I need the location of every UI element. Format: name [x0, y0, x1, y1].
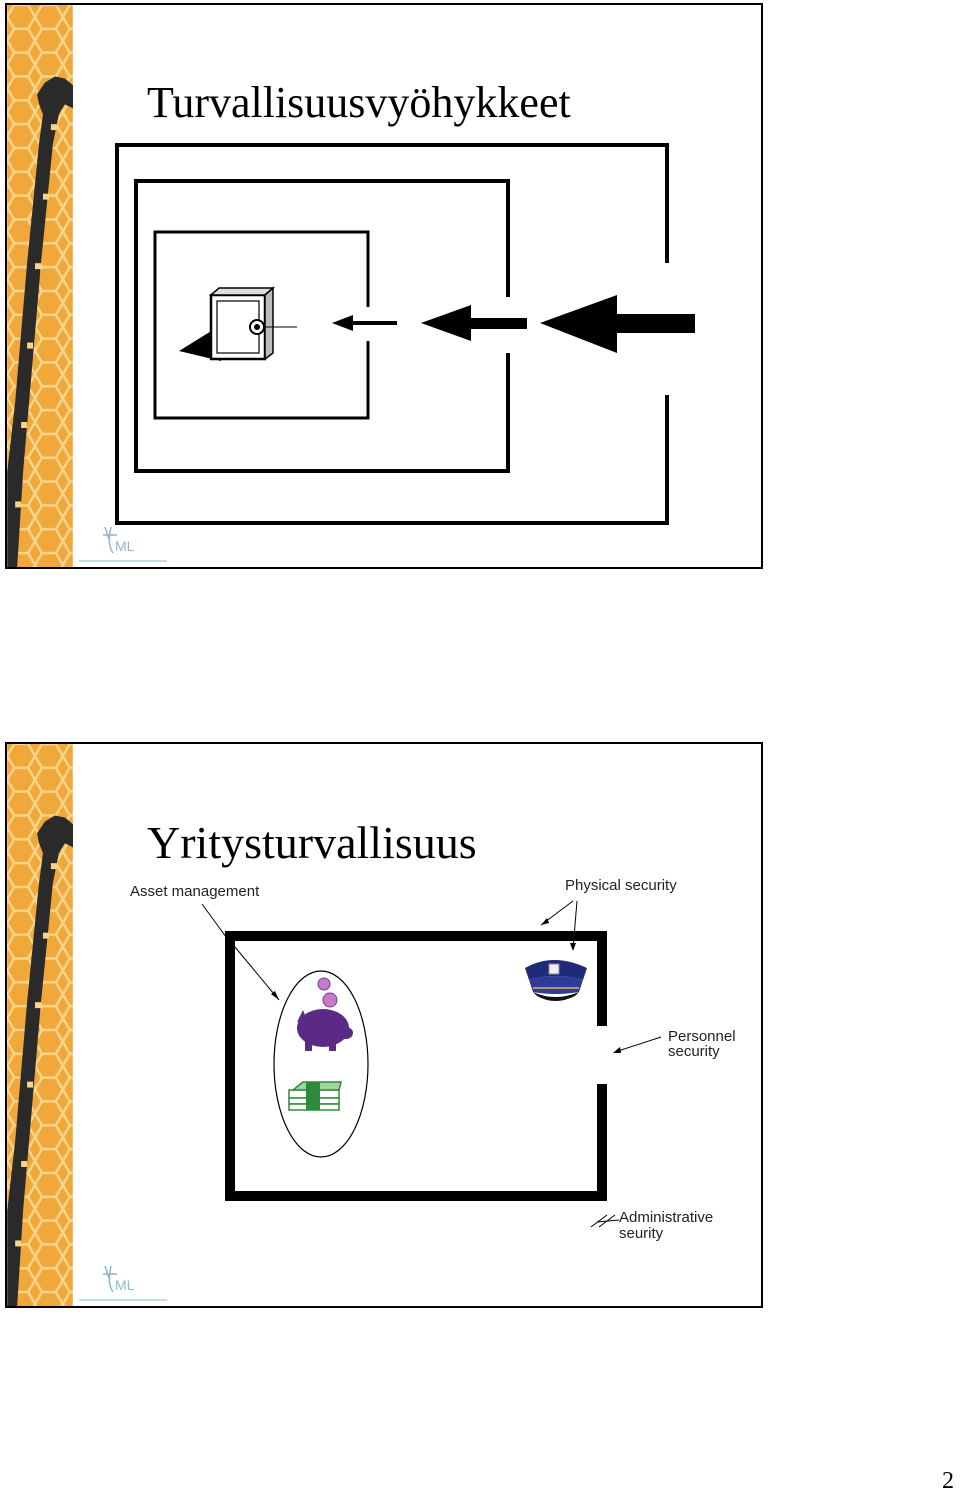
slide-security-zones: Turvallisuusvyöhykkeet ML [5, 3, 763, 569]
label-administrative-security-line1: Administrative [619, 1209, 714, 1226]
large-arrow-icon [540, 295, 695, 353]
label-physical-security: Physical security [565, 877, 677, 894]
corporate-security-diagram: ML [79, 900, 662, 1301]
label-personnel-security-line1: Personnel [668, 1028, 736, 1045]
security-zones-diagram: ML [79, 143, 695, 562]
label-asset-management: Asset management [130, 883, 260, 900]
label-administrative-security-line2: seurity [619, 1225, 664, 1242]
decorative-honeycomb-band [7, 5, 73, 567]
small-arrow-icon [332, 315, 397, 331]
slide-title: Turvallisuusvyöhykkeet [147, 78, 571, 127]
giraffe-logo-icon [7, 815, 73, 1306]
cash-stack-icon [288, 1081, 342, 1111]
tml-logo-icon: ML [79, 1265, 167, 1301]
giraffe-logo-icon [7, 76, 73, 567]
medium-arrow-icon [421, 305, 527, 341]
safe-icon [179, 286, 297, 361]
svg-text:ML: ML [115, 538, 135, 554]
page-number: 2 [942, 1468, 954, 1494]
police-cap-icon [525, 960, 587, 1001]
piggy-bank-icon [297, 977, 353, 1051]
svg-text:ML: ML [115, 1277, 135, 1293]
slide-corporate-security: Yritysturvallisuus ML [5, 742, 763, 1308]
label-personnel-security-line2: security [668, 1043, 720, 1060]
decorative-honeycomb-band [7, 744, 73, 1306]
slide-title: Yritysturvallisuus [147, 817, 477, 868]
tml-logo-icon: ML [79, 526, 167, 562]
